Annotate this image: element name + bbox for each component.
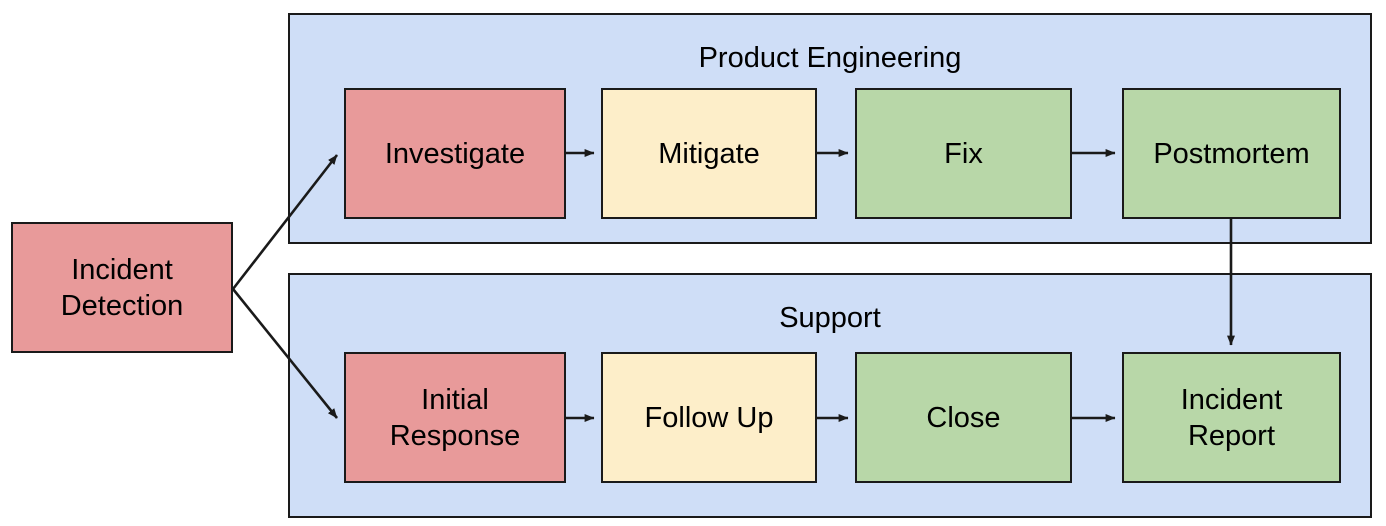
node-mitigate[interactable]: Mitigate <box>601 88 817 219</box>
node-label-line1: Initial <box>421 383 489 416</box>
node-label-line1: Incident <box>71 253 173 286</box>
node-close[interactable]: Close <box>855 352 1072 483</box>
node-label-line1: Mitigate <box>658 137 760 170</box>
node-label-line1: Fix <box>944 137 983 170</box>
node-investigate[interactable]: Investigate <box>344 88 566 219</box>
node-label-line1: Close <box>926 401 1001 434</box>
node-label-line2: Response <box>389 419 521 452</box>
node-fix[interactable]: Fix <box>855 88 1072 219</box>
node-follow-up[interactable]: Follow Up <box>601 352 817 483</box>
node-label-line2: Report <box>1187 419 1276 452</box>
node-label-line1: Postmortem <box>1153 137 1310 170</box>
node-label-line2: Detection <box>60 289 184 322</box>
node-initial-response[interactable]: Initial Response <box>344 352 566 483</box>
node-incident-report[interactable]: Incident Report <box>1122 352 1341 483</box>
node-label-line1: Incident <box>1180 383 1283 416</box>
node-postmortem[interactable]: Postmortem <box>1122 88 1341 219</box>
node-label-line1: Investigate <box>384 137 526 170</box>
node-label-line1: Follow Up <box>644 401 774 434</box>
node-incident-detection[interactable]: Incident Detection <box>11 222 233 353</box>
pool-label-product-engineering: Product Engineering <box>698 42 962 74</box>
pool-label-support: Support <box>779 302 881 334</box>
